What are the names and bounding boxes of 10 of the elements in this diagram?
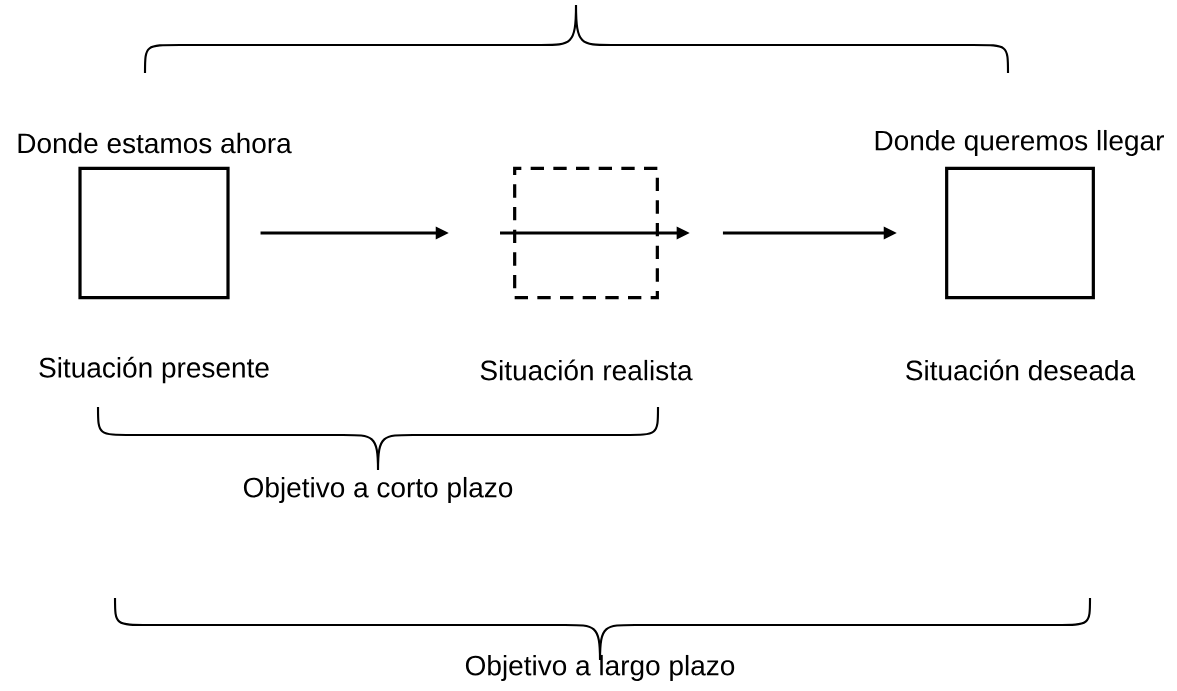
square-box [513, 166, 659, 300]
box-caption: Situación realista [480, 359, 693, 381]
brace-label: Objetivo a largo plazo [465, 654, 735, 682]
box-caption: Donde queremos llegar [875, 129, 1164, 157]
brace-label: Objetivo a corto plazo [243, 476, 513, 504]
box-caption: Situación presente [39, 356, 269, 384]
square-box [78, 166, 230, 300]
box-caption: Donde estamos ahora [18, 132, 292, 154]
box-caption: Situación deseada [906, 359, 1136, 381]
square-box [945, 166, 1095, 300]
